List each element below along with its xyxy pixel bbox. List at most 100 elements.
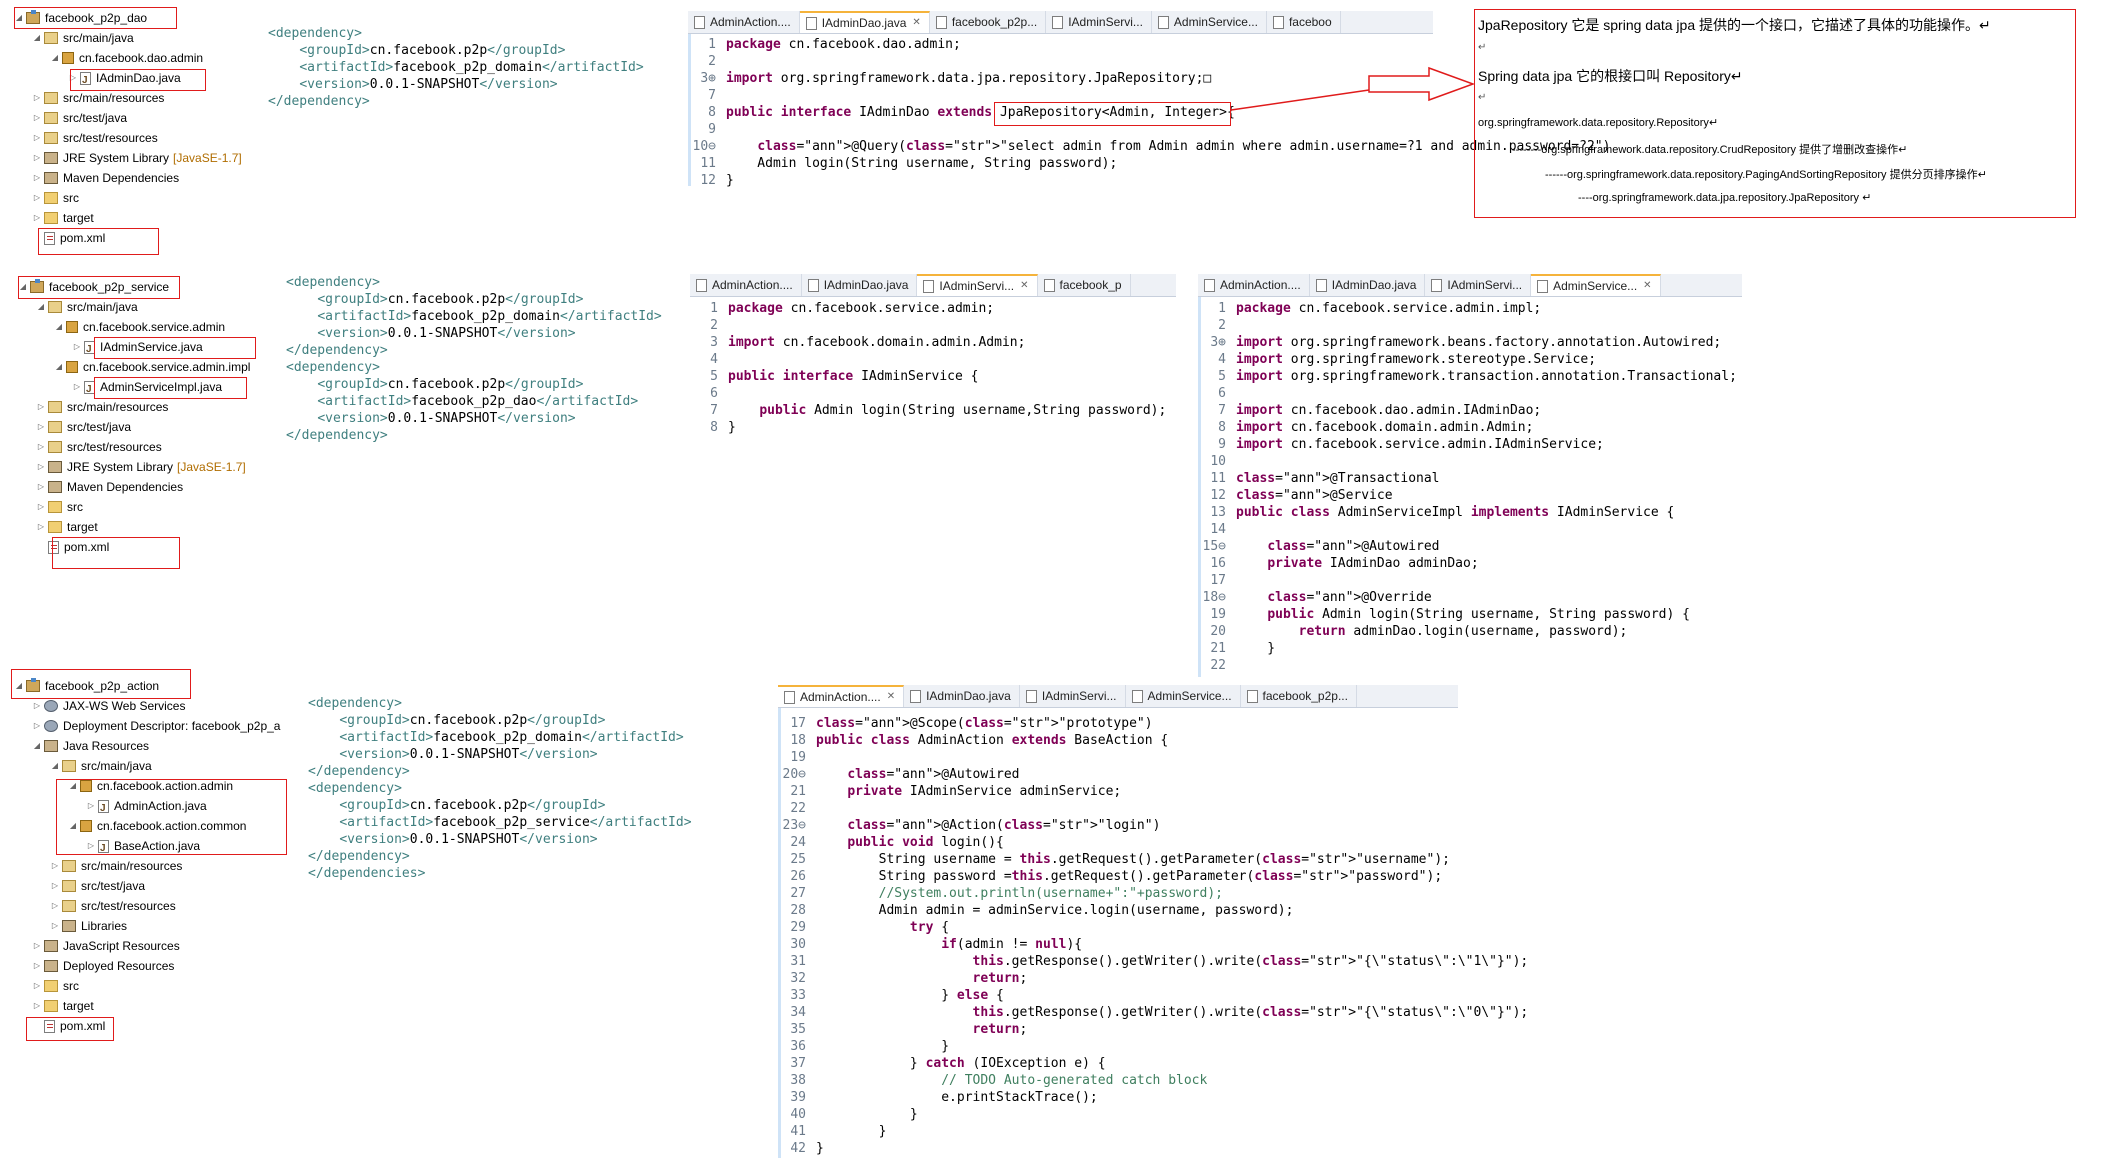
- tree-item[interactable]: ▷src: [36, 497, 83, 517]
- editor-tab[interactable]: facebook_p2p...: [930, 11, 1047, 33]
- code-text[interactable]: }: [816, 1141, 824, 1156]
- collapsed-twisty-icon[interactable]: ▷: [87, 841, 95, 850]
- code-text[interactable]: class="ann">@Scope(class="str">"prototyp…: [816, 716, 1153, 731]
- editor-tab[interactable]: facebook_p: [1038, 274, 1131, 296]
- expanded-twisty-icon[interactable]: ◢: [37, 302, 45, 311]
- tree-item[interactable]: ▷src/test/java: [32, 108, 127, 128]
- expanded-twisty-icon[interactable]: ◢: [51, 761, 59, 770]
- editor-tab[interactable]: AdminAction....✕: [778, 685, 905, 707]
- tree-item[interactable]: ◢cn.facebook.action.admin: [68, 776, 233, 796]
- tree-item[interactable]: ▷src/main/resources: [36, 397, 168, 417]
- code-text[interactable]: if(admin != null){: [941, 937, 1083, 952]
- expanded-twisty-icon[interactable]: ◢: [55, 362, 63, 371]
- code-text[interactable]: class="ann">@Transactional: [1236, 471, 1440, 486]
- tree-item[interactable]: ▷src: [32, 976, 79, 996]
- tree-item[interactable]: pom.xml: [32, 1016, 105, 1036]
- tree-item[interactable]: pom.xml: [32, 228, 105, 248]
- code-text[interactable]: } catch (IOException e) {: [816, 1056, 1106, 1071]
- code-text[interactable]: }: [816, 1124, 887, 1139]
- collapsed-twisty-icon[interactable]: ▷: [33, 193, 41, 202]
- tree-item[interactable]: ◢cn.facebook.service.admin.impl: [54, 357, 251, 377]
- collapsed-twisty-icon[interactable]: ▷: [37, 422, 45, 431]
- tree-item[interactable]: ▷AdminAction.java: [86, 796, 207, 819]
- tree-item[interactable]: ◢Java Resources: [32, 736, 149, 756]
- collapsed-twisty-icon[interactable]: ▷: [33, 981, 41, 990]
- expanded-twisty-icon[interactable]: ◢: [69, 781, 77, 790]
- close-tab-icon[interactable]: ✕: [912, 17, 921, 28]
- code-text[interactable]: public Admin login(String username,Strin…: [759, 403, 1167, 418]
- collapsed-twisty-icon[interactable]: ▷: [37, 462, 45, 471]
- tree-item[interactable]: ▷BaseAction.java: [86, 836, 200, 859]
- tree-item[interactable]: ▷src/test/resources: [36, 437, 162, 457]
- code-text[interactable]: return adminDao.login(username, password…: [1298, 624, 1628, 639]
- tree-item[interactable]: ▷Deployed Resources: [32, 956, 174, 976]
- tree-item[interactable]: ◢cn.facebook.service.admin: [54, 317, 225, 337]
- code-text[interactable]: }: [726, 173, 734, 188]
- editor-tab[interactable]: IAdminDao.java: [904, 685, 1020, 707]
- code-text[interactable]: Admin login(String username, String pass…: [726, 156, 1118, 171]
- code-text[interactable]: // TODO Auto-generated catch block: [816, 1073, 1208, 1088]
- editor-tab[interactable]: AdminService...: [1126, 685, 1241, 707]
- code-text[interactable]: public interface IAdminDao extends JpaRe…: [726, 105, 1235, 120]
- code-text[interactable]: //System.out.println(username+":"+passwo…: [816, 886, 1223, 901]
- code-text[interactable]: package cn.facebook.service.admin.impl;: [1236, 301, 1542, 316]
- tree-item[interactable]: ▷Maven Dependencies: [36, 477, 183, 497]
- editor-tab[interactable]: AdminService...: [1152, 11, 1267, 33]
- collapsed-twisty-icon[interactable]: ▷: [87, 801, 95, 810]
- editor-tab[interactable]: IAdminDao.java: [802, 274, 918, 296]
- code-text[interactable]: }: [816, 1107, 918, 1122]
- close-tab-icon[interactable]: ✕: [1643, 280, 1652, 291]
- code-text[interactable]: }: [1236, 641, 1276, 656]
- collapsed-twisty-icon[interactable]: ▷: [37, 502, 45, 511]
- code-text[interactable]: import org.springframework.data.jpa.repo…: [726, 71, 1212, 86]
- collapsed-twisty-icon[interactable]: ▷: [51, 901, 59, 910]
- editor-tab[interactable]: AdminAction....: [688, 11, 800, 33]
- code-text[interactable]: public Admin login(String username, Stri…: [1267, 607, 1690, 622]
- code-text[interactable]: } else {: [816, 988, 1004, 1003]
- collapsed-twisty-icon[interactable]: ▷: [37, 442, 45, 451]
- editor-tab[interactable]: AdminAction....: [690, 274, 802, 296]
- code-text[interactable]: private IAdminDao adminDao;: [1267, 556, 1479, 571]
- editor-tab[interactable]: IAdminServi...: [1046, 11, 1152, 33]
- tree-item[interactable]: ▷AdminServiceImpl.java: [72, 377, 222, 400]
- collapsed-twisty-icon[interactable]: ▷: [37, 402, 45, 411]
- code-text[interactable]: }: [728, 420, 736, 435]
- code-text[interactable]: }: [816, 1039, 950, 1054]
- collapsed-twisty-icon[interactable]: ▷: [33, 1001, 41, 1010]
- tree-item[interactable]: ▷Deployment Descriptor: facebook_p2p_a: [32, 716, 281, 736]
- close-tab-icon[interactable]: ✕: [886, 691, 896, 702]
- code-text[interactable]: import cn.facebook.domain.admin.Admin;: [728, 335, 1026, 350]
- expanded-twisty-icon[interactable]: ◢: [55, 322, 63, 331]
- code-text[interactable]: package cn.facebook.service.admin;: [728, 301, 995, 316]
- code-text[interactable]: this.getResponse().getWriter().write(cla…: [972, 1005, 1529, 1020]
- collapsed-twisty-icon[interactable]: ▷: [37, 482, 45, 491]
- editor-tab[interactable]: faceboo: [1267, 11, 1341, 33]
- collapsed-twisty-icon[interactable]: ▷: [33, 961, 41, 970]
- editor-tab[interactable]: IAdminServi...: [1020, 685, 1126, 707]
- collapsed-twisty-icon[interactable]: ▷: [33, 213, 41, 222]
- code-text[interactable]: String username = this.getRequest().getP…: [816, 852, 1450, 867]
- collapsed-twisty-icon[interactable]: ▷: [73, 342, 81, 351]
- tree-item[interactable]: ▷src/test/resources: [32, 128, 158, 148]
- code-text[interactable]: class="ann">@Autowired: [1267, 539, 1440, 554]
- code-text[interactable]: return;: [972, 971, 1028, 986]
- editor-tab[interactable]: IAdminServi...✕: [917, 274, 1038, 296]
- code-text[interactable]: class="ann">@Action(class="str">"login"): [847, 818, 1161, 833]
- tree-item[interactable]: ▷Libraries: [50, 916, 127, 936]
- collapsed-twisty-icon[interactable]: ▷: [33, 153, 41, 162]
- code-text[interactable]: import org.springframework.transaction.a…: [1236, 369, 1737, 384]
- editor-tab[interactable]: AdminService...✕: [1531, 274, 1661, 296]
- collapsed-twisty-icon[interactable]: ▷: [33, 113, 41, 122]
- code-text[interactable]: import org.springframework.stereotype.Se…: [1236, 352, 1597, 367]
- editor-tab[interactable]: IAdminDao.java✕: [799, 11, 930, 33]
- tree-item[interactable]: ◢src/main/java: [32, 28, 134, 48]
- tree-item[interactable]: ◢src/main/java: [50, 756, 152, 776]
- tree-item[interactable]: ▷target: [36, 517, 98, 537]
- tree-item[interactable]: ◢cn.facebook.action.common: [68, 816, 247, 836]
- code-text[interactable]: class="ann">@Query(class="str">"select a…: [757, 139, 1611, 154]
- tree-item[interactable]: ◢facebook_p2p_service: [18, 277, 169, 297]
- collapsed-twisty-icon[interactable]: ▷: [33, 721, 41, 730]
- tree-item[interactable]: ▷src/main/resources: [32, 88, 164, 108]
- code-text[interactable]: import org.springframework.beans.factory…: [1236, 335, 1722, 350]
- code-text[interactable]: class="ann">@Autowired: [847, 767, 1020, 782]
